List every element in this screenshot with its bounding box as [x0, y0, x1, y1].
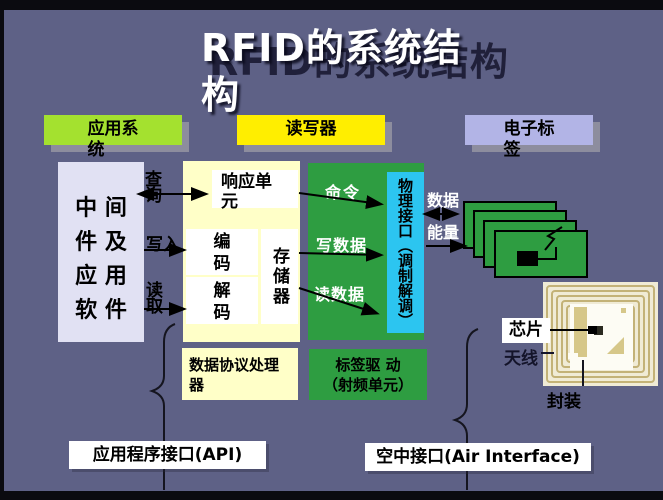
bottom-frame-bar — [0, 491, 663, 500]
left-frame-bar — [0, 0, 4, 500]
tag-inner-dot — [621, 308, 626, 313]
tag-card-1 — [494, 230, 588, 278]
header-application-system: 应用系 统 — [44, 115, 182, 160]
encoder-label: 编 码 — [213, 232, 231, 274]
air-interface-box: 空中接口(Air Interface) — [365, 443, 591, 471]
tag-chip-square — [517, 251, 538, 266]
brace-air-interface — [451, 328, 479, 490]
energy-label: 能量 — [427, 223, 460, 242]
air-interface-label: 空中接口(Air Interface) — [376, 447, 580, 467]
tag-inner-notch — [568, 353, 578, 359]
data-protocol-processor-box: 数据协议处理 器 — [182, 348, 298, 400]
response-unit-box: 响应单 元 — [212, 170, 298, 212]
middleware-box: 中 间 件 及 应 用 软 件 — [58, 162, 144, 342]
package-callout-label: 封装 — [547, 392, 581, 412]
write-data-label: 写数据 — [316, 236, 368, 255]
top-frame-bar — [0, 0, 663, 10]
page-title: RFID的系统结 构 — [201, 26, 462, 117]
header-reader-writer-label: 读写器 — [285, 119, 337, 139]
encoder-box: 编 码 — [186, 229, 258, 275]
data-label: 数据 — [427, 191, 460, 210]
header-application-system-label: 应用系 统 — [87, 119, 139, 160]
tag-inner-triangle — [607, 337, 624, 354]
page-title-shadow: RFID的系统结构 — [209, 40, 509, 84]
decoder-box: 解 码 — [186, 277, 258, 324]
response-unit-label: 响应单 元 — [221, 172, 272, 212]
chip-callout-box: 芯片 — [502, 318, 550, 343]
tag-photo — [543, 282, 658, 386]
header-reader-writer: 读写器 — [237, 115, 385, 145]
middleware-box-label: 中 间 件 及 应 用 软 件 — [75, 196, 127, 323]
physical-interface-box: 物理接口（调制解调） — [387, 172, 424, 333]
tag-inner-bar — [574, 307, 587, 357]
api-box: 应用程序接口(API) — [69, 441, 266, 469]
antenna-callout-label: 天线 — [504, 349, 538, 369]
chip-callout-label: 芯片 — [509, 320, 543, 340]
header-electronic-tag: 电子标 签 — [465, 115, 593, 160]
data-protocol-processor-label: 数据协议处理 器 — [189, 356, 280, 394]
command-label: 命令 — [325, 183, 362, 202]
brace-api — [148, 323, 176, 490]
write-label: 写入 — [146, 235, 180, 255]
tag-photo-chip-dot — [594, 326, 603, 335]
read-label: 读 取 — [146, 281, 163, 317]
tag-coil-ring — [556, 295, 645, 373]
query-label: 查 询 — [145, 170, 162, 206]
memory-box: 存储器 — [261, 229, 298, 324]
decoder-label: 解 码 — [213, 281, 231, 323]
tag-driver-box: 标签驱 动 （射频单元） — [309, 349, 427, 400]
read-data-label: 读数据 — [314, 285, 366, 304]
api-label: 应用程序接口(API) — [92, 445, 243, 465]
tag-coil-ring — [551, 290, 650, 378]
header-electronic-tag-label: 电子标 签 — [503, 119, 555, 160]
tag-driver-label: 标签驱 动 （射频单元） — [322, 356, 413, 394]
